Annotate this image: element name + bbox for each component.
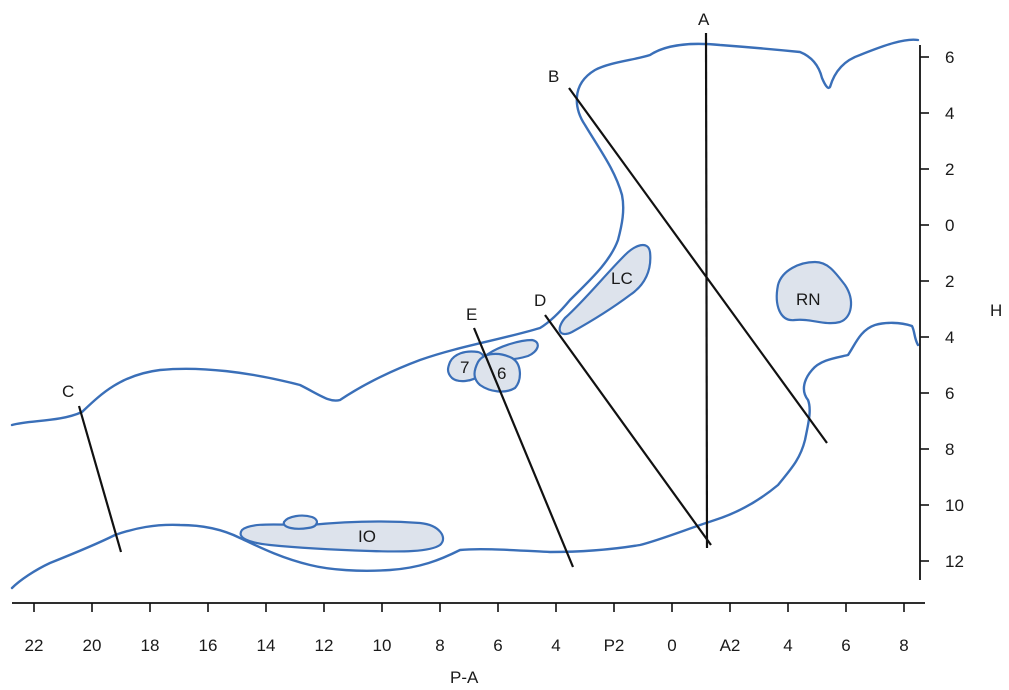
- vertical-axis-tick-label: 8: [945, 440, 954, 459]
- brainstem-outline: [10, 38, 920, 427]
- nucleus-6-label: 6: [497, 364, 506, 383]
- horizontal-axis-tick-label: 4: [551, 636, 560, 655]
- vertical-axis-tick-label: 4: [945, 328, 954, 347]
- horizontal-axis-tick-label: 4: [783, 636, 792, 655]
- abducens-nucleus-6: [473, 352, 521, 393]
- brainstem-outline-lower: [10, 321, 920, 590]
- section-label-e: E: [466, 305, 477, 324]
- vertical-axis-tick-label: 0: [945, 216, 954, 235]
- section-line-e: [472, 327, 575, 568]
- section-label-a: A: [698, 10, 710, 29]
- lc-label: LC: [611, 269, 633, 288]
- inferior-olive-nucleus: [239, 520, 445, 553]
- section-label-d: D: [534, 291, 546, 310]
- horizontal-axis-label: P-A: [450, 668, 479, 687]
- horizontal-axis-tick-label: P2: [604, 636, 625, 655]
- horizontal-axis-tick-label: 18: [141, 636, 160, 655]
- red-nucleus: [775, 260, 853, 325]
- nucleus-7-label: 7: [460, 358, 469, 377]
- horizontal-axis-tick-label: 22: [25, 636, 44, 655]
- locus-coeruleus-nucleus: [558, 243, 652, 336]
- horizontal-axis-tick-label: 14: [257, 636, 276, 655]
- vertical-axis-ticks: 6 4 2 0 2 4 6 8 10 12: [920, 48, 964, 571]
- horizontal-axis-tick-label: 12: [315, 636, 334, 655]
- vertical-axis-label: H: [990, 301, 1002, 320]
- horizontal-axis-tick-label: 20: [83, 636, 102, 655]
- horizontal-axis-tick-label: 6: [841, 636, 850, 655]
- rn-label: RN: [796, 290, 821, 309]
- horizontal-axis-ticks: 22 20 18 16 14 12 10 8 6 4 P2 0 A2 4 6 8: [25, 603, 909, 655]
- section-line-c: [77, 405, 123, 553]
- horizontal-axis-tick-label: 0: [667, 636, 676, 655]
- section-label-b: B: [548, 67, 559, 86]
- vertical-axis-tick-label: 4: [945, 104, 954, 123]
- section-line-b: [568, 87, 828, 444]
- section-line-a: [704, 32, 709, 549]
- section-line-d: [544, 314, 712, 546]
- horizontal-axis-tick-label: 16: [199, 636, 218, 655]
- vertical-axis-tick-label: 12: [945, 552, 964, 571]
- horizontal-axis-tick-label: 8: [899, 636, 908, 655]
- vertical-axis-tick-label: 10: [945, 496, 964, 515]
- section-label-c: C: [62, 382, 74, 401]
- io-label: IO: [358, 527, 376, 546]
- horizontal-axis-tick-label: A2: [720, 636, 741, 655]
- horizontal-axis-tick-label: 8: [435, 636, 444, 655]
- horizontal-axis-tick-label: 6: [493, 636, 502, 655]
- vertical-axis-tick-label: 6: [945, 384, 954, 403]
- inferior-olive-small-nucleus: [282, 514, 318, 530]
- vertical-axis-tick-label: 2: [945, 160, 954, 179]
- vertical-axis-tick-label: 2: [945, 272, 954, 291]
- vertical-axis-tick-label: 6: [945, 48, 954, 67]
- horizontal-axis-tick-label: 10: [373, 636, 392, 655]
